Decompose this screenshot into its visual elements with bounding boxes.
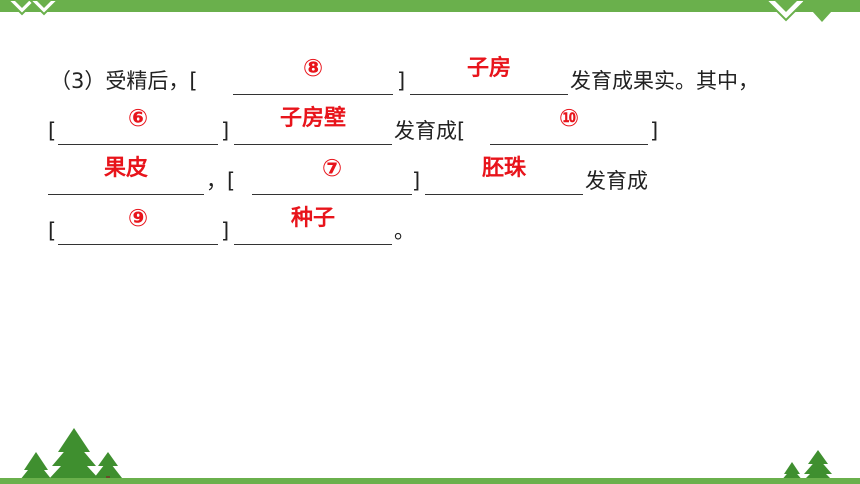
answer-text: ⑨ (127, 204, 149, 232)
question-line-4: [ ⑨ ] 种子 。 (0, 205, 860, 248)
question-line-1: （3）受精后，[ ⑧ ] 子房 发育成果实。其中， (0, 55, 860, 98)
triangle-decoration-icon (766, 0, 842, 22)
answer-text: ⑧ (302, 54, 324, 82)
answer-blank: 果皮 (48, 156, 204, 195)
answer-text: ⑦ (321, 154, 343, 182)
answer-text: 果皮 (103, 156, 148, 181)
line-text: 发育成 (585, 169, 648, 193)
answer-text: 种子 (290, 206, 335, 231)
tree-icon (20, 428, 122, 484)
line-text: 发育成[ (394, 119, 466, 143)
answer-blank: ⑨ (58, 205, 218, 245)
answer-blank: ⑦ (252, 155, 412, 195)
top-green-bar (0, 0, 860, 12)
line-text: [ (48, 219, 57, 243)
line-text: （3）受精后，[ (50, 69, 198, 93)
question-line-3: 果皮 ，[ ⑦ ] 胚珠 发育成 (0, 155, 860, 198)
answer-blank: ⑥ (58, 105, 218, 145)
line-text: ] (397, 69, 406, 93)
line-text: ] (650, 119, 659, 143)
answer-blank: ⑩ (490, 105, 648, 145)
answer-blank: 子房 (410, 56, 568, 95)
triangle-decoration-icon (8, 0, 60, 16)
answer-blank: ⑧ (233, 55, 393, 95)
answer-text: 子房 (466, 56, 511, 81)
line-text: 发育成果实。其中， (570, 69, 759, 93)
bottom-green-bar (0, 478, 860, 484)
answer-text: ⑥ (127, 104, 149, 132)
line-text: [ (48, 119, 57, 143)
answer-text: 子房壁 (279, 106, 346, 131)
answer-text: 胚珠 (481, 156, 526, 181)
line-text: ] (221, 119, 230, 143)
line-text: ] (412, 169, 421, 193)
line-text: ，[ (206, 169, 236, 193)
answer-blank: 胚珠 (425, 156, 583, 195)
answer-blank: 种子 (234, 206, 392, 245)
line-text: ] (221, 219, 230, 243)
question-line-2: [ ⑥ ] 子房壁 发育成[ ⑩ ] (0, 105, 860, 148)
answer-blank: 子房壁 (234, 106, 392, 145)
line-text: 。 (394, 219, 415, 243)
answer-text: ⑩ (558, 104, 580, 132)
